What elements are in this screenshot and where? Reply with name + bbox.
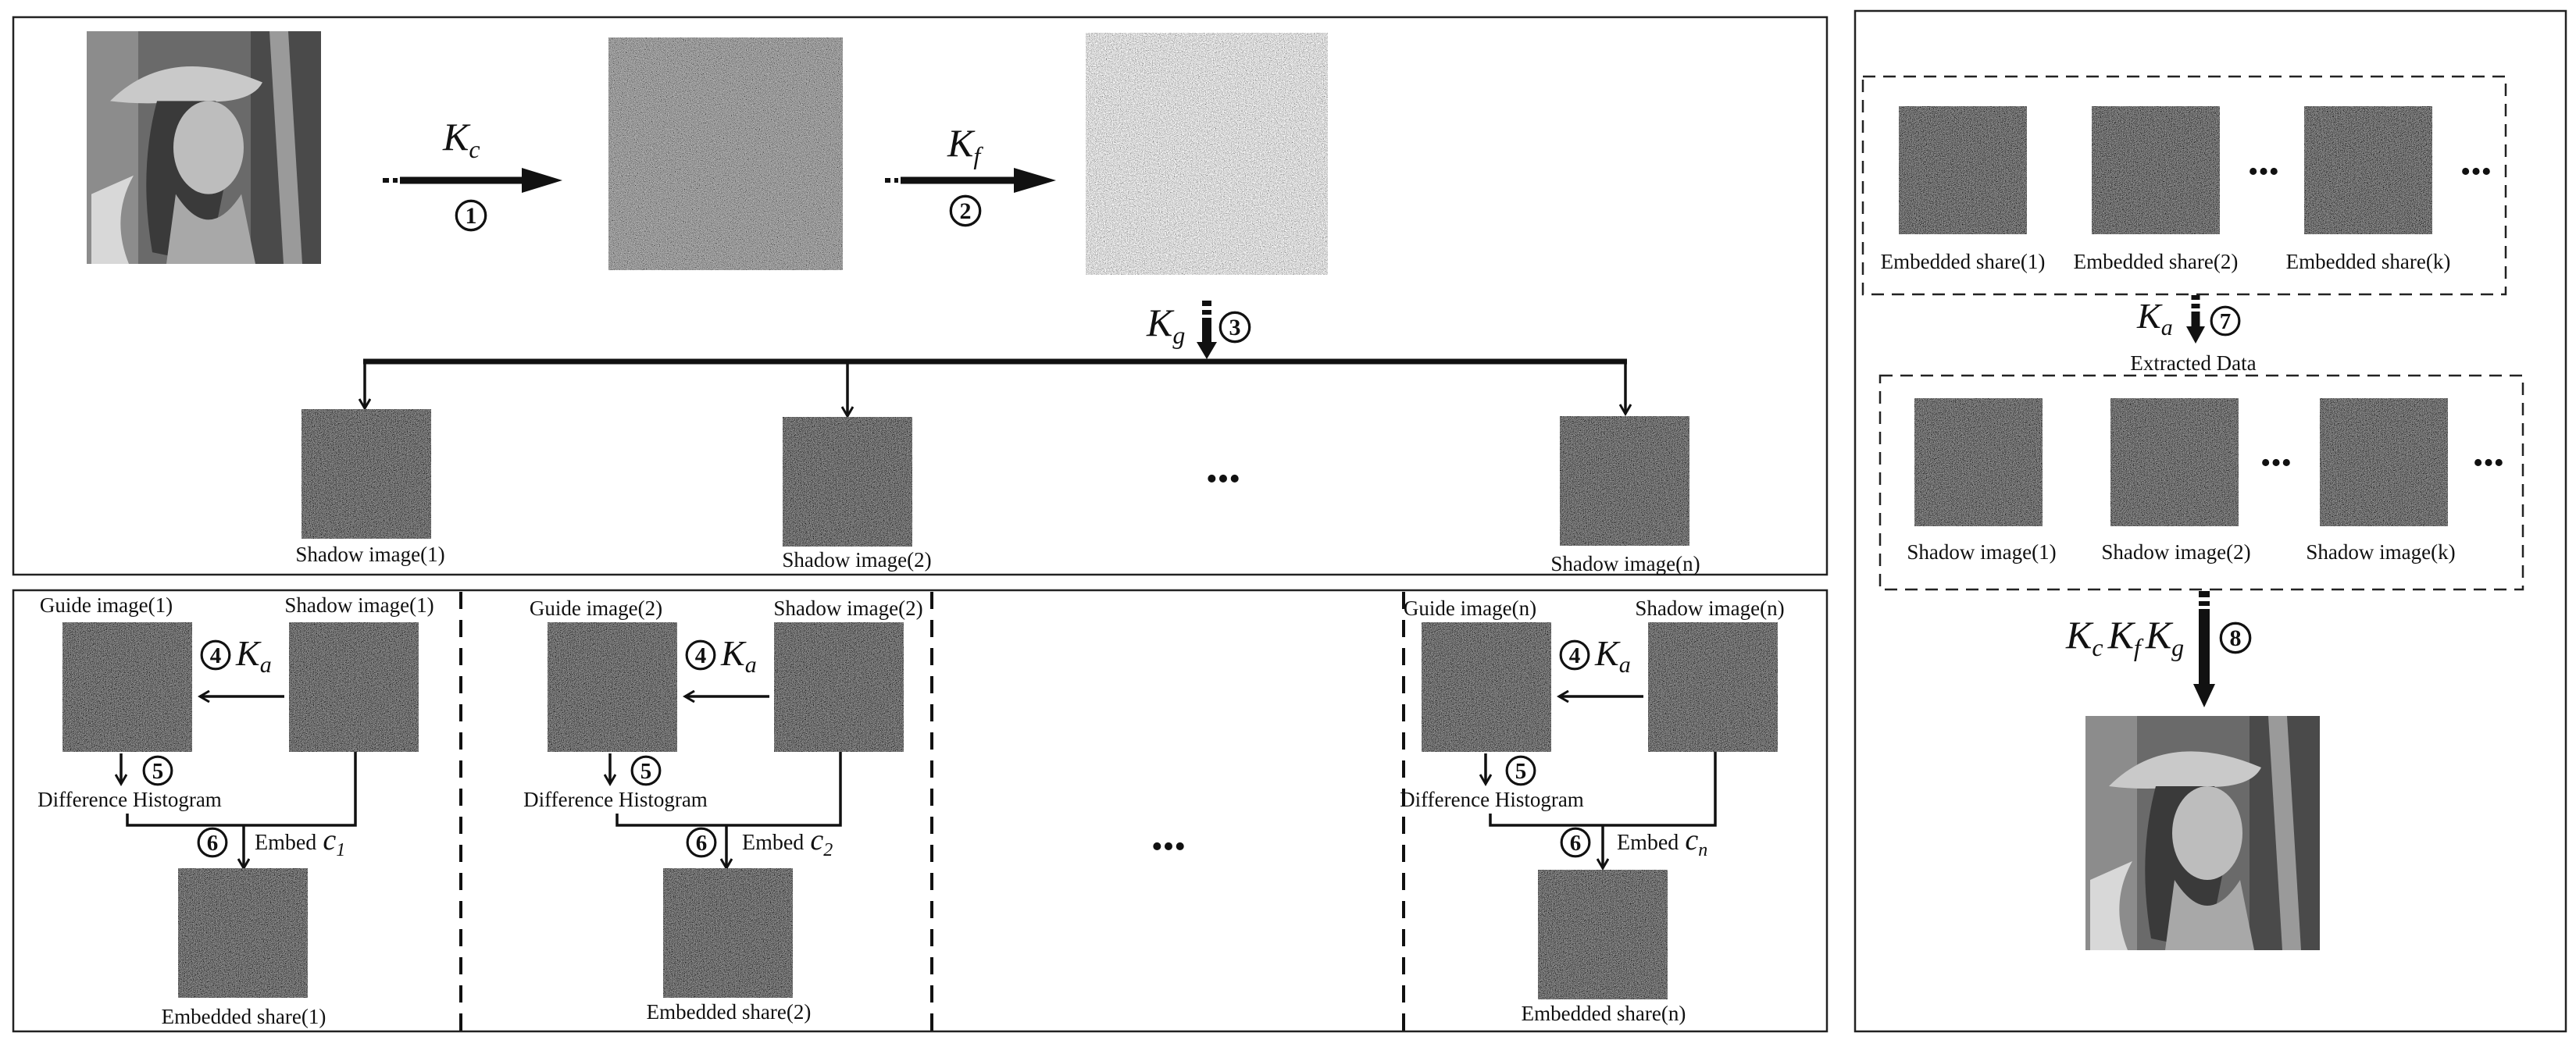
embedded-ellipsis: ••• <box>2460 155 2492 188</box>
embedded-share-label: Embedded share(1) <box>1881 250 2046 273</box>
shadow-image-item: Shadow image(n) <box>1550 416 1700 575</box>
svg-text:6: 6 <box>1570 831 1582 856</box>
recovered-shadow-label: Shadow image(k) <box>2306 540 2455 564</box>
ka-key-label: Ka <box>1594 633 1631 678</box>
difference-histogram-label: Difference Histogram <box>523 788 708 811</box>
shadow-image-label: Shadow image(1) <box>295 543 444 566</box>
svg-text:5: 5 <box>152 759 164 784</box>
ka-key-label: Ka <box>720 633 757 678</box>
guide-image-label: Guide image(2) <box>530 597 662 620</box>
embedding-panel-frame <box>12 589 1829 1033</box>
step-7-marker: 7 <box>2210 305 2241 337</box>
step-6-marker: 6 <box>197 827 228 858</box>
svg-text:3: 3 <box>1229 315 1241 340</box>
step-4-marker: 4 <box>1559 639 1590 671</box>
shadow-image-label: Shadow image(n) <box>1550 552 1700 575</box>
reconstruct-arrow <box>2193 591 2215 707</box>
svg-text:6: 6 <box>207 831 219 856</box>
ka-key-label: Ka <box>235 633 272 678</box>
ka-key-label: Ka <box>2136 296 2173 340</box>
secret-image <box>87 31 321 264</box>
step-5-marker: 5 <box>630 755 662 786</box>
difference-histogram-label: Difference Histogram <box>37 788 222 811</box>
sharing-panel-frame <box>12 16 1829 576</box>
svg-text:5: 5 <box>640 759 652 784</box>
kg-key-label: Kg <box>1146 301 1185 349</box>
svg-text:4: 4 <box>1569 643 1581 668</box>
svg-text:7: 7 <box>2220 309 2232 334</box>
recovery-section: ••• ••• Embedded share(1) Embedded share… <box>1861 75 2524 950</box>
embedded-share-label: Embedded share(k) <box>2286 250 2451 273</box>
sharing-section: Kc 1 Kf 2 Kg <box>87 31 1700 575</box>
embedding-ellipsis: ••• <box>1151 829 1186 865</box>
shadow-image-item: Shadow image(2) <box>782 417 932 572</box>
svg-text:8: 8 <box>2230 625 2242 651</box>
difference-histogram-label: Difference Histogram <box>1400 788 1584 811</box>
svg-text:4: 4 <box>695 643 707 668</box>
svg-text:6: 6 <box>696 831 708 856</box>
embedding-panel-1: Guide image(1) Shadow image(1) 4 Ka 5 Di… <box>37 593 433 1028</box>
distribution-bar <box>363 358 1627 416</box>
embedding-panel-n: Guide image(n) Shadow image(n) 4 Ka 5 Di… <box>1400 597 1784 1025</box>
svg-text:4: 4 <box>210 643 222 668</box>
shadow-image-label: Shadow image(2) <box>773 597 922 620</box>
recovered-shadow-label: Shadow image(1) <box>1907 540 2056 564</box>
recovered-shadow-label: Shadow image(2) <box>2101 540 2250 564</box>
shadow-ellipsis: ••• <box>1206 461 1240 497</box>
step-1-marker: 1 <box>455 199 487 232</box>
shadow-image-label: Shadow image(n) <box>1635 597 1784 620</box>
recovery-panel-frame <box>1854 9 2567 1033</box>
extracted-shadows-group <box>1878 374 2524 591</box>
shadow-image-label: Shadow image(1) <box>284 593 433 617</box>
embedded-share-label: Embedded share(2) <box>647 1000 812 1024</box>
recovered-secret-image <box>2085 716 2320 950</box>
extract-arrow <box>2186 295 2205 344</box>
recovered-ellipsis: ••• <box>2473 447 2504 479</box>
kf-arrow <box>885 168 1056 193</box>
step-6-marker: 6 <box>686 827 717 858</box>
embedded-share-label: Embedded share(2) <box>2074 250 2239 273</box>
step-4-marker: 4 <box>200 639 231 671</box>
step-2-marker: 2 <box>949 194 982 227</box>
kf-key-label: Kf <box>947 121 983 169</box>
kc-arrow <box>383 168 562 193</box>
embedded-shares-group <box>1861 75 2507 296</box>
embedding-section: ••• Guide image(1) Shadow image(1) 4 Ka … <box>37 592 1785 1031</box>
svg-text:2: 2 <box>960 198 972 224</box>
shadow-image-item: Shadow image(1) <box>295 409 445 566</box>
embedded-share-label: Embedded share(1) <box>162 1005 326 1028</box>
guide-image-label: Guide image(1) <box>40 593 173 617</box>
kg-arrow <box>1197 301 1217 359</box>
embedded-ellipsis: ••• <box>2248 155 2279 188</box>
extracted-data-label: Extracted Data <box>2130 351 2256 375</box>
guide-image-label: Guide image(n) <box>1404 597 1536 620</box>
step-5-marker: 5 <box>1505 755 1536 786</box>
embedded-share-label: Embedded share(n) <box>1522 1002 1686 1025</box>
step-8-marker: 8 <box>2219 621 2252 654</box>
step-5-marker: 5 <box>142 755 173 786</box>
step-6-marker: 6 <box>1560 827 1591 858</box>
svg-text:1: 1 <box>466 203 477 229</box>
shadow-image-label: Shadow image(2) <box>782 548 931 572</box>
recovered-ellipsis: ••• <box>2260 447 2292 479</box>
step-3-marker: 3 <box>1218 311 1251 344</box>
svg-text:5: 5 <box>1515 759 1527 784</box>
step-4-marker: 4 <box>685 639 716 671</box>
embedding-panel-2: Guide image(2) Shadow image(2) 4 Ka 5 Di… <box>523 597 922 1024</box>
kc-key-label: Kc <box>442 115 480 163</box>
